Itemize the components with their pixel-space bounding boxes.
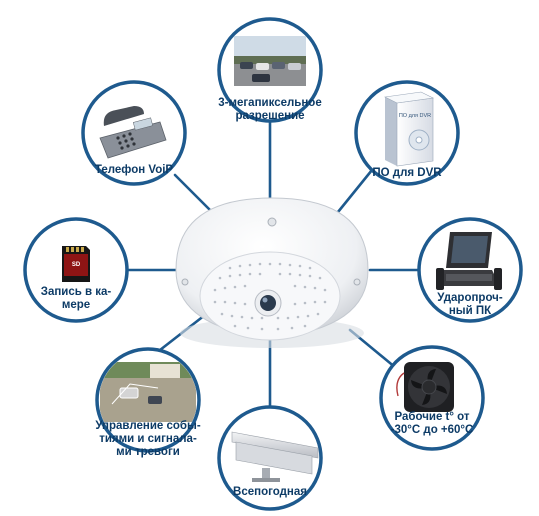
- rugged-laptop-icon: [436, 232, 502, 290]
- connector-dvr-software: [336, 168, 374, 214]
- outdoor-housing-icon: [231, 431, 319, 482]
- parking-lot-photo-icon: [234, 36, 306, 86]
- connector-voip-phone: [173, 173, 214, 214]
- desk-phone-icon: [99, 106, 167, 159]
- label-dvr-software: ПО для DVR: [372, 167, 442, 179]
- sd-card-icon: SD: [62, 246, 90, 282]
- label-all-weather: Всепогодная: [233, 486, 307, 498]
- label-rugged-pc: Ударопроч- ный ПК: [437, 292, 503, 317]
- speaker-grille: [213, 262, 327, 331]
- label-event-management: Управление собы- тиями и сигнала- ми тре…: [95, 420, 201, 458]
- label-voip-phone: Телефон VoiP: [94, 164, 174, 176]
- fisheye-dome-camera-icon: [175, 197, 369, 348]
- software-box-icon: ПО для DVR: [384, 91, 434, 167]
- svg-text:SD: SD: [72, 262, 81, 268]
- surveillance-photo-icon: [100, 362, 196, 422]
- label-recording: Запись в ка- мере: [40, 286, 112, 311]
- software-box-text: ПО для DVR: [399, 113, 431, 119]
- cooling-fan-icon: [396, 362, 454, 412]
- label-resolution: 3-мегапиксельное разрешение: [218, 97, 322, 122]
- label-operating-temp: Рабочие t° от -30°C до +60°C: [390, 411, 474, 436]
